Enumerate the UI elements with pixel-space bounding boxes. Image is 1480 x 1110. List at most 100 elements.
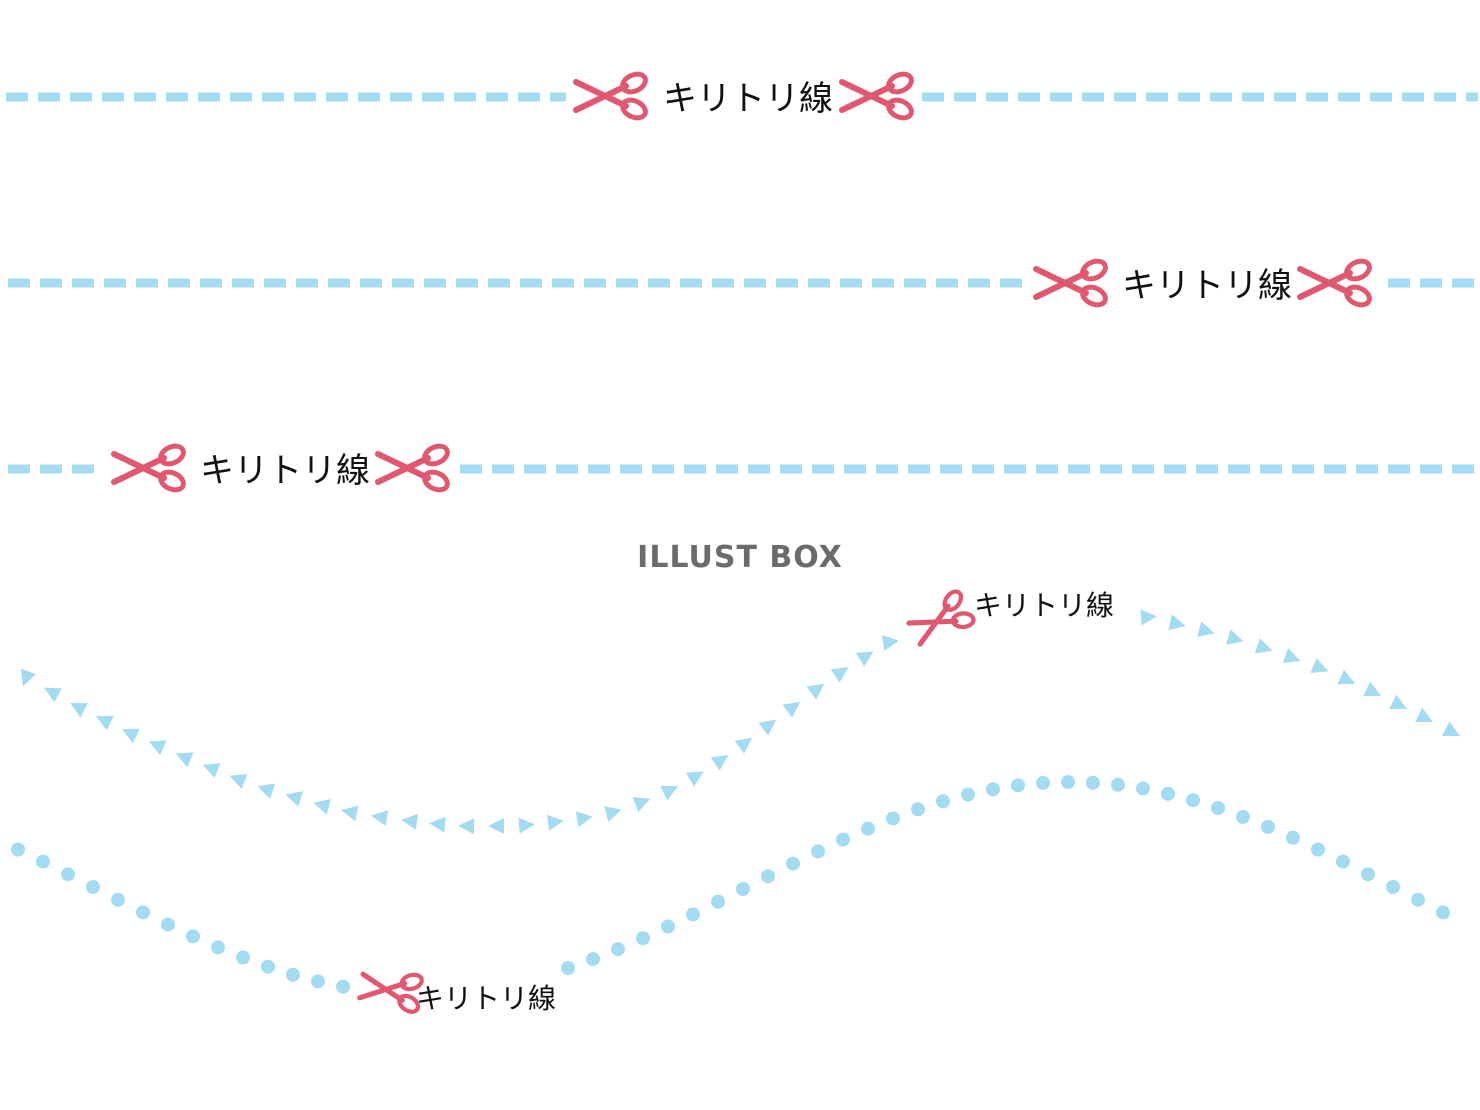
triangle-dash <box>1140 609 1157 626</box>
dot-dash <box>811 844 825 859</box>
dot-dash <box>1036 775 1050 790</box>
dot-dash <box>261 959 275 974</box>
dot-dash <box>636 931 650 946</box>
dot-dash <box>1111 777 1125 792</box>
dot-dash <box>1261 819 1275 834</box>
dot-dash <box>111 892 125 907</box>
dot-dash <box>1411 892 1425 907</box>
triangle-dash <box>575 811 593 828</box>
triangle-dash <box>1442 721 1460 737</box>
dot-dash <box>736 882 750 896</box>
triangle-dash <box>1415 707 1434 723</box>
triangle-dash <box>70 702 88 718</box>
dot-dash <box>1011 778 1025 793</box>
dot-dash <box>786 856 800 871</box>
triangle-dash <box>121 728 140 744</box>
triangle-dash <box>229 774 248 789</box>
dot-dash <box>911 802 925 817</box>
triangle-dash <box>285 791 303 807</box>
dot-dash <box>861 821 875 836</box>
triangle-dash <box>758 719 777 736</box>
dot-dash <box>611 942 625 957</box>
dot-dash <box>1336 854 1350 869</box>
dot-dash <box>236 950 250 965</box>
triangle-dash <box>518 817 535 834</box>
scissors-icon <box>842 71 914 122</box>
triangle-dash <box>371 810 389 826</box>
dot-dash <box>286 967 300 982</box>
dot-dash <box>336 979 350 994</box>
dot-dash <box>136 905 150 920</box>
dot-dash <box>561 961 575 975</box>
dot-dash <box>211 940 225 955</box>
dot-dash <box>1311 842 1325 857</box>
triangle-dash <box>1337 669 1356 685</box>
cut-line-3: キリトリ線 <box>8 443 1478 494</box>
scissors-icon <box>1300 258 1372 309</box>
dot-dash <box>1136 781 1150 796</box>
triangle-dash <box>313 799 331 815</box>
dot-dash <box>61 867 75 882</box>
triangle-dash <box>458 818 475 835</box>
dot-dash <box>761 869 775 884</box>
dot-dash <box>661 919 675 934</box>
cut-line-5-dots <box>11 775 1450 994</box>
dot-dash <box>936 794 950 809</box>
triangle-dash <box>488 817 505 834</box>
dot-dash <box>36 854 50 869</box>
dot-dash <box>311 974 325 989</box>
triangle-dash <box>202 763 221 779</box>
watermark: ILLUST BOX <box>637 540 843 575</box>
triangle-dash <box>20 668 36 687</box>
triangle-dash <box>1168 614 1186 631</box>
dot-dash <box>1086 775 1100 790</box>
triangle-dash <box>1363 681 1382 697</box>
triangle-dash <box>429 816 446 833</box>
triangle-dash <box>1226 629 1244 645</box>
dot-dash <box>1061 775 1075 789</box>
scissors-icon <box>378 443 450 494</box>
triangle-dash <box>710 754 729 771</box>
triangle-dash <box>782 701 801 718</box>
cut-line-1: キリトリ線 <box>6 71 1478 122</box>
scissors-icon <box>114 443 186 494</box>
scissors-icon <box>1036 258 1108 309</box>
dot-dash <box>1286 830 1300 845</box>
cut-line-2: キリトリ線 <box>8 258 1478 309</box>
scissors-icon <box>576 71 648 122</box>
dot-dash <box>1161 786 1175 801</box>
triangle-dash <box>734 737 753 754</box>
triangle-dash <box>401 813 418 830</box>
dot-dash <box>1236 809 1250 824</box>
cut-line-label: キリトリ線 <box>1122 266 1292 306</box>
scissors-icon <box>904 586 978 653</box>
triangle-dash <box>1282 648 1301 664</box>
triangle-dash <box>855 651 874 667</box>
triangle-dash <box>341 805 359 822</box>
triangle-dash <box>1389 694 1408 710</box>
triangle-dash <box>881 635 899 651</box>
dot-dash <box>586 952 600 967</box>
dot-dash <box>711 894 725 909</box>
dot-dash <box>1436 905 1450 920</box>
triangle-dash <box>175 752 194 768</box>
triangle-dash <box>1197 621 1215 637</box>
dot-dash <box>161 917 175 932</box>
triangle-dash <box>1254 638 1273 654</box>
triangle-dash <box>685 771 704 787</box>
cut-line-label: キリトリ線 <box>974 589 1114 622</box>
dot-dash <box>1361 867 1375 882</box>
dot-dash <box>886 811 900 826</box>
dot-dash <box>186 929 200 944</box>
triangle-dash <box>44 687 63 703</box>
dot-dash <box>961 787 975 802</box>
triangle-dash <box>148 740 167 756</box>
triangle-dash <box>95 715 114 731</box>
dot-dash <box>1186 793 1200 808</box>
triangle-dash <box>830 666 849 683</box>
dot-dash <box>836 832 850 847</box>
dot-dash <box>1386 880 1400 894</box>
cut-line-4-triangles <box>20 609 1460 835</box>
